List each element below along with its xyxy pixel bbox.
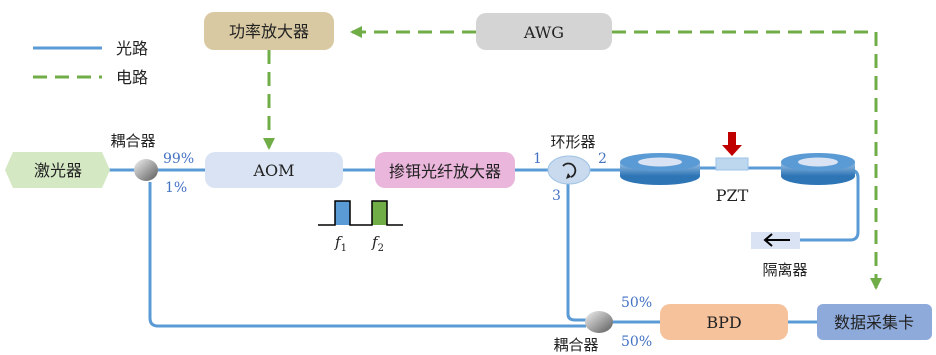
circulator-port-2: 2	[598, 151, 607, 167]
power-amplifier: 功率放大器	[204, 12, 334, 50]
bpd-label: BPD	[706, 313, 741, 332]
pulse-f1	[335, 201, 350, 225]
isolator: 隔离器	[751, 232, 808, 279]
split-1-label: 1%	[165, 180, 187, 196]
pulse-f2	[372, 201, 387, 225]
fiber-circulator-to-bottom-coupler	[566, 183, 586, 322]
edfa-label: 掺铒光纤放大器	[389, 162, 501, 181]
fiber-spool-right	[781, 153, 855, 185]
edfa-box	[375, 152, 515, 188]
pzt-force-arrow-icon	[722, 132, 742, 156]
spool-right-hub	[798, 157, 838, 167]
coupler-top-label: 耦合器	[110, 132, 155, 150]
daq: 数据采集卡	[817, 304, 932, 340]
pulse-f1-sub: 1	[341, 243, 347, 254]
coupler-bottom: 耦合器 50% 50%	[553, 295, 652, 354]
aom: AOM	[205, 152, 343, 188]
bpd: BPD	[660, 304, 788, 340]
pzt-label: PZT	[716, 186, 749, 205]
electrical-paths	[263, 26, 882, 290]
circulator-rotation-icon	[562, 162, 577, 178]
circulator-port-3: 3	[552, 188, 561, 204]
fiber-spool-left	[620, 153, 700, 185]
pulse-waveform: f1 f2	[318, 200, 403, 254]
pulse-f2-base: f	[371, 233, 380, 251]
daq-box	[817, 304, 932, 340]
split-99-label: 99%	[163, 151, 194, 167]
legend-optical-label: 光路	[116, 39, 148, 58]
circulator-body	[547, 155, 591, 185]
legend-electrical-label: 电路	[116, 68, 148, 87]
circulator: 环形器 1 2 3	[533, 133, 607, 204]
awg-label: AWG	[523, 23, 564, 42]
laser-box	[5, 152, 110, 188]
power-amplifier-label: 功率放大器	[229, 22, 309, 41]
bpd-box	[660, 304, 788, 340]
awg: AWG	[476, 13, 612, 50]
pulse-f2-label: f2	[371, 233, 384, 254]
coupler-top: 耦合器 99% 1%	[110, 132, 194, 196]
aom-label: AOM	[252, 161, 294, 180]
edfa: 掺铒光纤放大器	[375, 152, 515, 188]
isolator-label: 隔离器	[762, 261, 807, 279]
coupler-top-ball	[134, 159, 158, 181]
pulse-f1-label: f1	[334, 233, 347, 254]
pulse-f2-sub: 2	[378, 243, 384, 254]
pzt-block	[715, 157, 749, 171]
wire-awg-to-daq	[612, 30, 882, 290]
split-50-bottom-label: 50%	[621, 334, 652, 350]
legend: 光路 电路	[33, 39, 148, 87]
daq-label: 数据采集卡	[834, 313, 914, 332]
aom-box	[205, 152, 343, 188]
coupler-bottom-ball	[585, 311, 613, 333]
isolator-arrow-icon	[763, 233, 790, 247]
circulator-port-1: 1	[533, 151, 542, 167]
circulator-arrowhead-icon	[566, 173, 571, 179]
fiber-tap-reference	[148, 182, 586, 328]
pzt: PZT	[715, 132, 749, 205]
awg-box	[476, 13, 612, 50]
laser-label: 激光器	[34, 161, 82, 180]
circulator-label: 环形器	[550, 133, 595, 151]
pulse-outline	[318, 200, 403, 226]
laser: 激光器	[5, 152, 110, 188]
coupler-bottom-label: 耦合器	[553, 336, 598, 354]
power-amplifier-box	[204, 12, 334, 50]
pulse-f1-base: f	[334, 233, 343, 251]
spool-left-hub	[638, 157, 682, 167]
split-50-top-label: 50%	[621, 295, 652, 311]
